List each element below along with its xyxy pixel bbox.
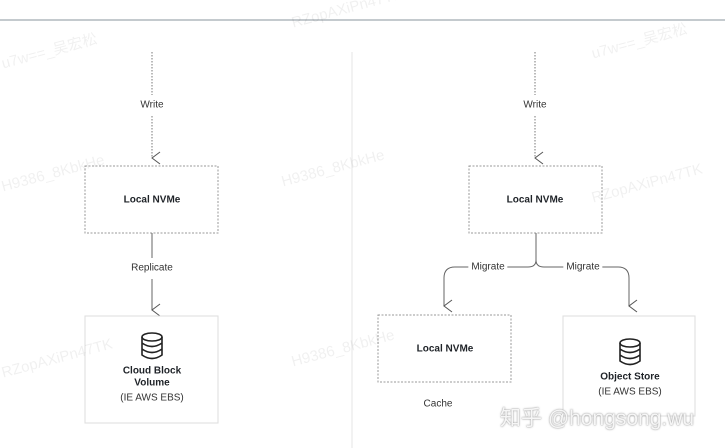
cache-caption: Cache xyxy=(423,398,453,410)
cloud-block-subtitle: (IE AWS EBS) xyxy=(120,392,184,404)
cache-box xyxy=(377,314,512,383)
object-store-box xyxy=(562,315,696,417)
migrate-arrow-right xyxy=(535,259,638,313)
cloud-block-box xyxy=(84,315,219,424)
cache-box-title: Local NVMe xyxy=(416,343,474,355)
cloud-block-title-2: Volume xyxy=(134,377,170,389)
replicate-label: Replicate xyxy=(128,262,176,274)
migrate-label-right: Migrate xyxy=(563,261,603,273)
local-nvme-title-left: Local NVMe xyxy=(123,194,181,206)
cloud-block-title-1: Cloud Block xyxy=(122,365,182,377)
migrate-label-left: Migrate xyxy=(468,261,508,273)
write-label-left: Write xyxy=(137,99,167,111)
database-icon xyxy=(619,338,641,366)
write-label-right: Write xyxy=(520,99,550,111)
credit-watermark: 知乎 @hongsong.wu xyxy=(500,407,695,430)
database-icon xyxy=(141,332,163,360)
local-nvme-title-right: Local NVMe xyxy=(506,194,564,206)
object-store-title: Object Store xyxy=(600,371,660,383)
object-store-subtitle: (IE AWS EBS) xyxy=(598,386,662,398)
